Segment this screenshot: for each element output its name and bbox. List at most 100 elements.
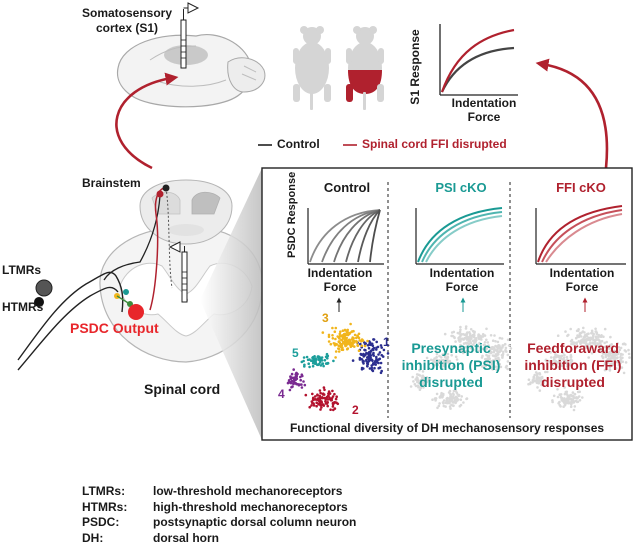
scatter-point — [331, 334, 334, 337]
scatter-point — [425, 380, 429, 384]
scatter-point — [287, 379, 291, 382]
scatter-point — [569, 361, 573, 364]
scatter-point — [438, 396, 442, 399]
scatter-point — [566, 361, 569, 365]
psi-psdc-chart — [415, 207, 504, 265]
spinal-electrode-icon — [168, 241, 188, 303]
scatter-point — [460, 395, 464, 398]
scatter-point — [563, 397, 566, 400]
scatter-point — [535, 377, 539, 381]
scatter-point — [597, 334, 600, 337]
scatter-point — [303, 365, 306, 368]
scatter-point — [462, 351, 465, 355]
scatter-point — [598, 346, 602, 349]
scatter-point — [440, 359, 444, 362]
scatter-point — [422, 386, 425, 389]
scatter-point — [542, 381, 545, 385]
scatter-point — [366, 339, 369, 343]
scatter-point — [341, 329, 345, 333]
scatter-point — [364, 342, 368, 345]
scatter-point — [614, 367, 618, 370]
scatter-point — [379, 371, 383, 375]
scatter-point — [493, 354, 496, 358]
right-red-arrow — [535, 58, 609, 169]
brainstem-label: Brainstem — [82, 176, 141, 190]
scatter-point — [325, 356, 329, 360]
scatter-point — [368, 352, 372, 355]
scatter-point — [538, 389, 542, 392]
scatter-point — [566, 365, 569, 368]
scatter-point — [334, 326, 338, 330]
scatter-point — [552, 394, 556, 398]
scatter-point — [557, 360, 560, 364]
abbrev-key: LTMRs: — [82, 484, 126, 498]
scatter-point — [448, 397, 452, 400]
scatter-point — [338, 334, 342, 338]
scatter-point — [532, 376, 535, 380]
ffi-x-label-line1: Indentation — [549, 266, 615, 280]
scatter-point — [455, 400, 458, 403]
abbrev-row: LTMRs:low-threshold mechanoreceptors — [82, 484, 356, 500]
scatter-point — [443, 355, 447, 359]
scatter-point — [340, 334, 344, 337]
scatter-point — [342, 340, 345, 344]
scatter-point — [334, 337, 337, 341]
scatter-point — [558, 393, 561, 397]
scatter-point — [372, 362, 375, 365]
scatter-point — [621, 353, 624, 356]
scatter-point — [360, 366, 364, 370]
scatter-point — [375, 361, 379, 364]
scatter-point — [310, 404, 313, 407]
scatter-point — [594, 327, 597, 331]
scatter-point — [345, 347, 349, 351]
scatter-point — [366, 365, 369, 368]
scatter-point — [427, 377, 431, 381]
scatter-point — [325, 352, 329, 356]
scatter-point — [449, 392, 452, 396]
scatter-point — [566, 358, 569, 361]
scatter-point — [616, 342, 619, 345]
scatter-point — [590, 352, 594, 355]
cortex-electrode-icon — [180, 2, 200, 69]
scatter-point — [602, 335, 605, 339]
scatter-point — [613, 362, 616, 365]
scatter-point — [480, 356, 484, 359]
scatter-point — [382, 348, 386, 352]
scatter-point — [344, 341, 347, 345]
scatter-point — [544, 370, 547, 374]
scatter-point — [527, 378, 531, 382]
scatter-point — [622, 371, 626, 375]
scatter-point — [422, 376, 426, 380]
scatter-point — [498, 336, 502, 340]
scatter-point — [562, 405, 565, 409]
scatter-point — [345, 333, 348, 337]
scatter-point — [375, 340, 379, 344]
scatter-point — [327, 394, 330, 397]
scatter-point — [506, 367, 510, 371]
cluster-label-4: 4 — [278, 387, 285, 401]
scatter-point — [572, 408, 576, 412]
scatter-point — [434, 399, 437, 402]
scatter-point — [565, 390, 569, 394]
scatter-point — [337, 350, 341, 353]
scatter-point — [496, 340, 500, 344]
scatter-point — [529, 381, 532, 384]
scatter-point — [546, 359, 549, 363]
dotted-projection — [165, 187, 173, 289]
scatter-point — [457, 336, 460, 340]
scatter-point — [473, 333, 476, 337]
scatter-point — [488, 348, 492, 352]
magnification-cone — [200, 168, 262, 440]
scatter-point — [497, 352, 500, 356]
scatter-point — [346, 330, 349, 334]
scatter-point — [581, 330, 585, 333]
scatter-point — [565, 355, 569, 359]
scatter-point — [495, 349, 499, 352]
scatter-point — [357, 349, 361, 353]
scatter-point — [549, 356, 553, 359]
scatter-point — [316, 394, 319, 397]
scatter-point — [446, 352, 450, 356]
scatter-point — [600, 339, 604, 343]
scatter-point — [627, 352, 631, 356]
scatter-point — [609, 358, 612, 362]
